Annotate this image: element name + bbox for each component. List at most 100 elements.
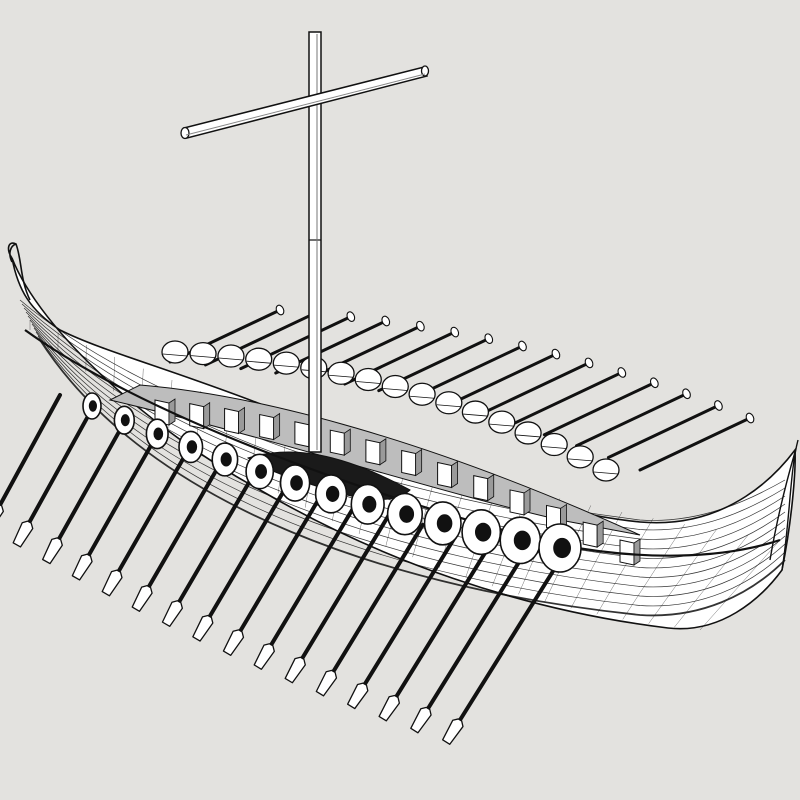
- shield-boss: [513, 530, 531, 551]
- near-oar-blade: [192, 614, 214, 642]
- shield-boss: [153, 427, 164, 441]
- far-oar: [542, 381, 656, 437]
- far-shield-rim-line: [218, 357, 243, 361]
- near-oar-blade: [410, 706, 432, 734]
- far-oar-blade: [518, 340, 527, 352]
- hull-rib: [648, 529, 717, 624]
- near-oar-blade: [42, 537, 63, 565]
- hull-strake: [35, 331, 786, 597]
- far-shield: [514, 421, 542, 445]
- near-oar-shaft: [146, 458, 225, 589]
- near-oar-blade: [101, 569, 123, 597]
- hull-rib: [622, 524, 685, 620]
- far-shield-rim-line: [542, 446, 567, 449]
- near-oar-shaft: [269, 502, 358, 647]
- mast-pole: [308, 31, 322, 453]
- near-oar-shaft: [458, 558, 562, 722]
- near-oar-shaft: [238, 492, 324, 633]
- near-oar-shaft: [394, 541, 494, 699]
- hull-planking: [19, 299, 786, 617]
- far-oar: [510, 370, 624, 426]
- far-shield: [488, 410, 516, 434]
- thwart-side: [343, 428, 351, 456]
- near-oar-blade: [222, 629, 245, 657]
- far-oar-blade: [714, 400, 723, 411]
- far-shield-rim-line: [191, 355, 216, 359]
- near-oar-blade: [12, 520, 34, 548]
- far-oar-blade: [617, 367, 627, 378]
- thwart-side: [633, 538, 641, 566]
- thwart: [365, 439, 381, 466]
- far-shield-rim-line: [356, 381, 381, 384]
- yard-end-right: [420, 65, 430, 77]
- far-oar-blade: [346, 311, 356, 322]
- shield-boss: [255, 464, 267, 479]
- yard-end-left: [180, 126, 190, 140]
- thwart: [401, 449, 417, 477]
- far-oar-blade: [450, 326, 460, 338]
- near-oar-blade: [346, 682, 369, 710]
- far-oar-blade: [745, 412, 755, 424]
- far-shield: [461, 400, 490, 424]
- hull-strake: [37, 335, 786, 607]
- shield-boss: [436, 514, 453, 533]
- hull-rib: [596, 518, 654, 615]
- thwart-side: [415, 448, 423, 477]
- far-shield-rim-line: [593, 471, 619, 475]
- near-oar-shaft: [27, 406, 95, 525]
- hull-strake: [21, 303, 786, 531]
- near-oar-shaft: [0, 393, 62, 507]
- far-shield: [217, 344, 245, 368]
- far-shield-rim-line: [246, 360, 271, 364]
- far-oar: [638, 416, 752, 472]
- far-oar-blade: [584, 357, 594, 369]
- near-oar-shaft: [331, 522, 425, 674]
- near-side-oars: [0, 393, 562, 745]
- far-shield-rim-line: [568, 458, 593, 462]
- far-oar-blade: [416, 320, 425, 332]
- thwart: [259, 413, 275, 441]
- far-shield: [381, 374, 409, 399]
- near-oar-shaft: [300, 513, 391, 661]
- hull-strake: [39, 339, 786, 617]
- bow-post: [7, 242, 31, 301]
- far-shield-rim-line: [516, 434, 541, 438]
- near-oar-blade: [284, 656, 306, 684]
- near-oar-blade: [0, 504, 5, 518]
- far-oar: [575, 392, 689, 448]
- far-oar-blade: [484, 333, 494, 344]
- near-oar-shaft: [362, 532, 459, 687]
- thwart-side: [379, 438, 387, 466]
- far-shield: [327, 361, 355, 385]
- far-shield: [540, 432, 568, 457]
- thwart: [437, 461, 453, 489]
- far-shield-rim-line: [436, 404, 461, 408]
- far-shield: [245, 347, 273, 371]
- far-shield: [566, 445, 594, 469]
- thwart-side: [596, 520, 604, 548]
- far-oar: [477, 361, 591, 417]
- hull-rib: [699, 539, 781, 631]
- shield-boss: [362, 495, 377, 513]
- hull-rib: [85, 344, 87, 372]
- shield-boss: [474, 522, 492, 542]
- thwart: [509, 489, 525, 516]
- far-shield-rim-line: [383, 388, 408, 391]
- thwart: [473, 475, 489, 502]
- shield-boss: [120, 414, 130, 427]
- near-oar-blade: [71, 553, 93, 581]
- shield-boss: [220, 452, 232, 467]
- far-shield: [272, 351, 300, 375]
- thwart-side: [273, 412, 281, 441]
- near-oar-blade: [378, 694, 401, 722]
- thwart-side: [523, 488, 531, 516]
- shield-boss: [186, 440, 198, 454]
- near-oar-blade: [131, 585, 153, 612]
- thwart: [224, 407, 240, 435]
- near-oar-blade: [161, 600, 184, 628]
- near-oar-shaft: [207, 481, 291, 619]
- near-oar-shaft: [57, 420, 127, 541]
- shield-boss: [290, 475, 303, 491]
- hull: [7, 242, 799, 631]
